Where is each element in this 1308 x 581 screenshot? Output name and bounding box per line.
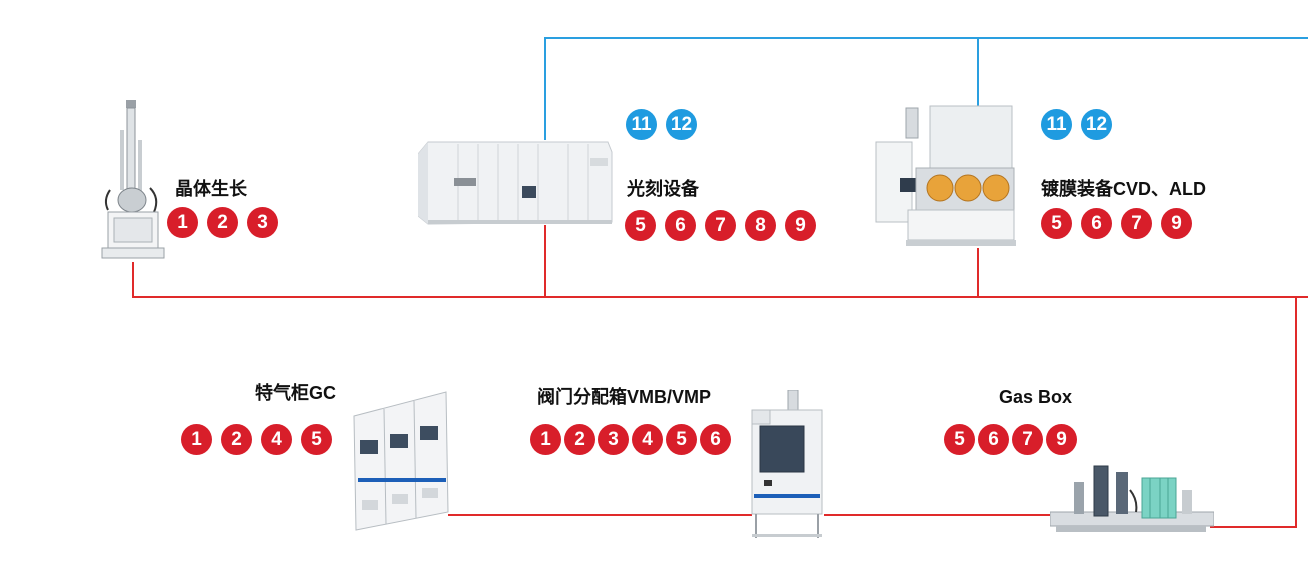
lithography-machine-icon [418,141,613,225]
red-main-line [132,262,1308,298]
number-badge: 12 [666,109,697,140]
number-badge: 5 [1041,208,1072,239]
valve-box-icon [751,390,823,538]
number-badge: 6 [978,424,1009,455]
badges-litho-top: 11 12 [626,109,697,140]
number-badge: 3 [247,207,278,238]
number-badge: 11 [1041,109,1072,140]
gas-box-icon [1050,465,1214,532]
number-badge: 2 [207,207,238,238]
number-badge: 6 [665,210,696,241]
number-badge: 8 [745,210,776,241]
number-badge: 6 [700,424,731,455]
node-label-gc: 特气柜GC [255,383,336,403]
number-badge: 1 [530,424,561,455]
number-badge: 4 [632,424,663,455]
number-badge: 2 [564,424,595,455]
number-badge: 7 [1121,208,1152,239]
number-badge: 5 [666,424,697,455]
number-badge: 3 [598,424,629,455]
blue-supply-line [544,37,1308,140]
node-label-crystal: 晶体生长 [175,179,247,199]
number-badge: 1 [181,424,212,455]
node-label-gasbox: Gas Box [999,387,1073,407]
number-badge: 7 [705,210,736,241]
number-badge: 9 [785,210,816,241]
number-badge: 1 [167,207,198,238]
number-badge: 5 [944,424,975,455]
node-label-litho: 光刻设备 [627,179,699,199]
number-badge: 11 [626,109,657,140]
number-badge: 9 [1046,424,1077,455]
number-badge: 6 [1081,208,1112,239]
red-return-line [1210,297,1297,528]
number-badge: 9 [1161,208,1192,239]
number-badge: 12 [1081,109,1112,140]
number-badge: 2 [221,424,252,455]
crystal-grower-icon [101,100,165,259]
badges-cvd-top: 11 12 [1041,109,1112,140]
number-badge: 5 [625,210,656,241]
number-badge: 5 [301,424,332,455]
gas-cabinet-icon [353,391,449,531]
number-badge: 7 [1012,424,1043,455]
node-label-vmb: 阀门分配箱VMB/VMP [537,387,712,407]
number-badge: 4 [261,424,292,455]
node-label-cvd: 镀膜装备CVD、ALD [1041,179,1206,199]
cvd-ald-tool-icon [875,105,1016,246]
